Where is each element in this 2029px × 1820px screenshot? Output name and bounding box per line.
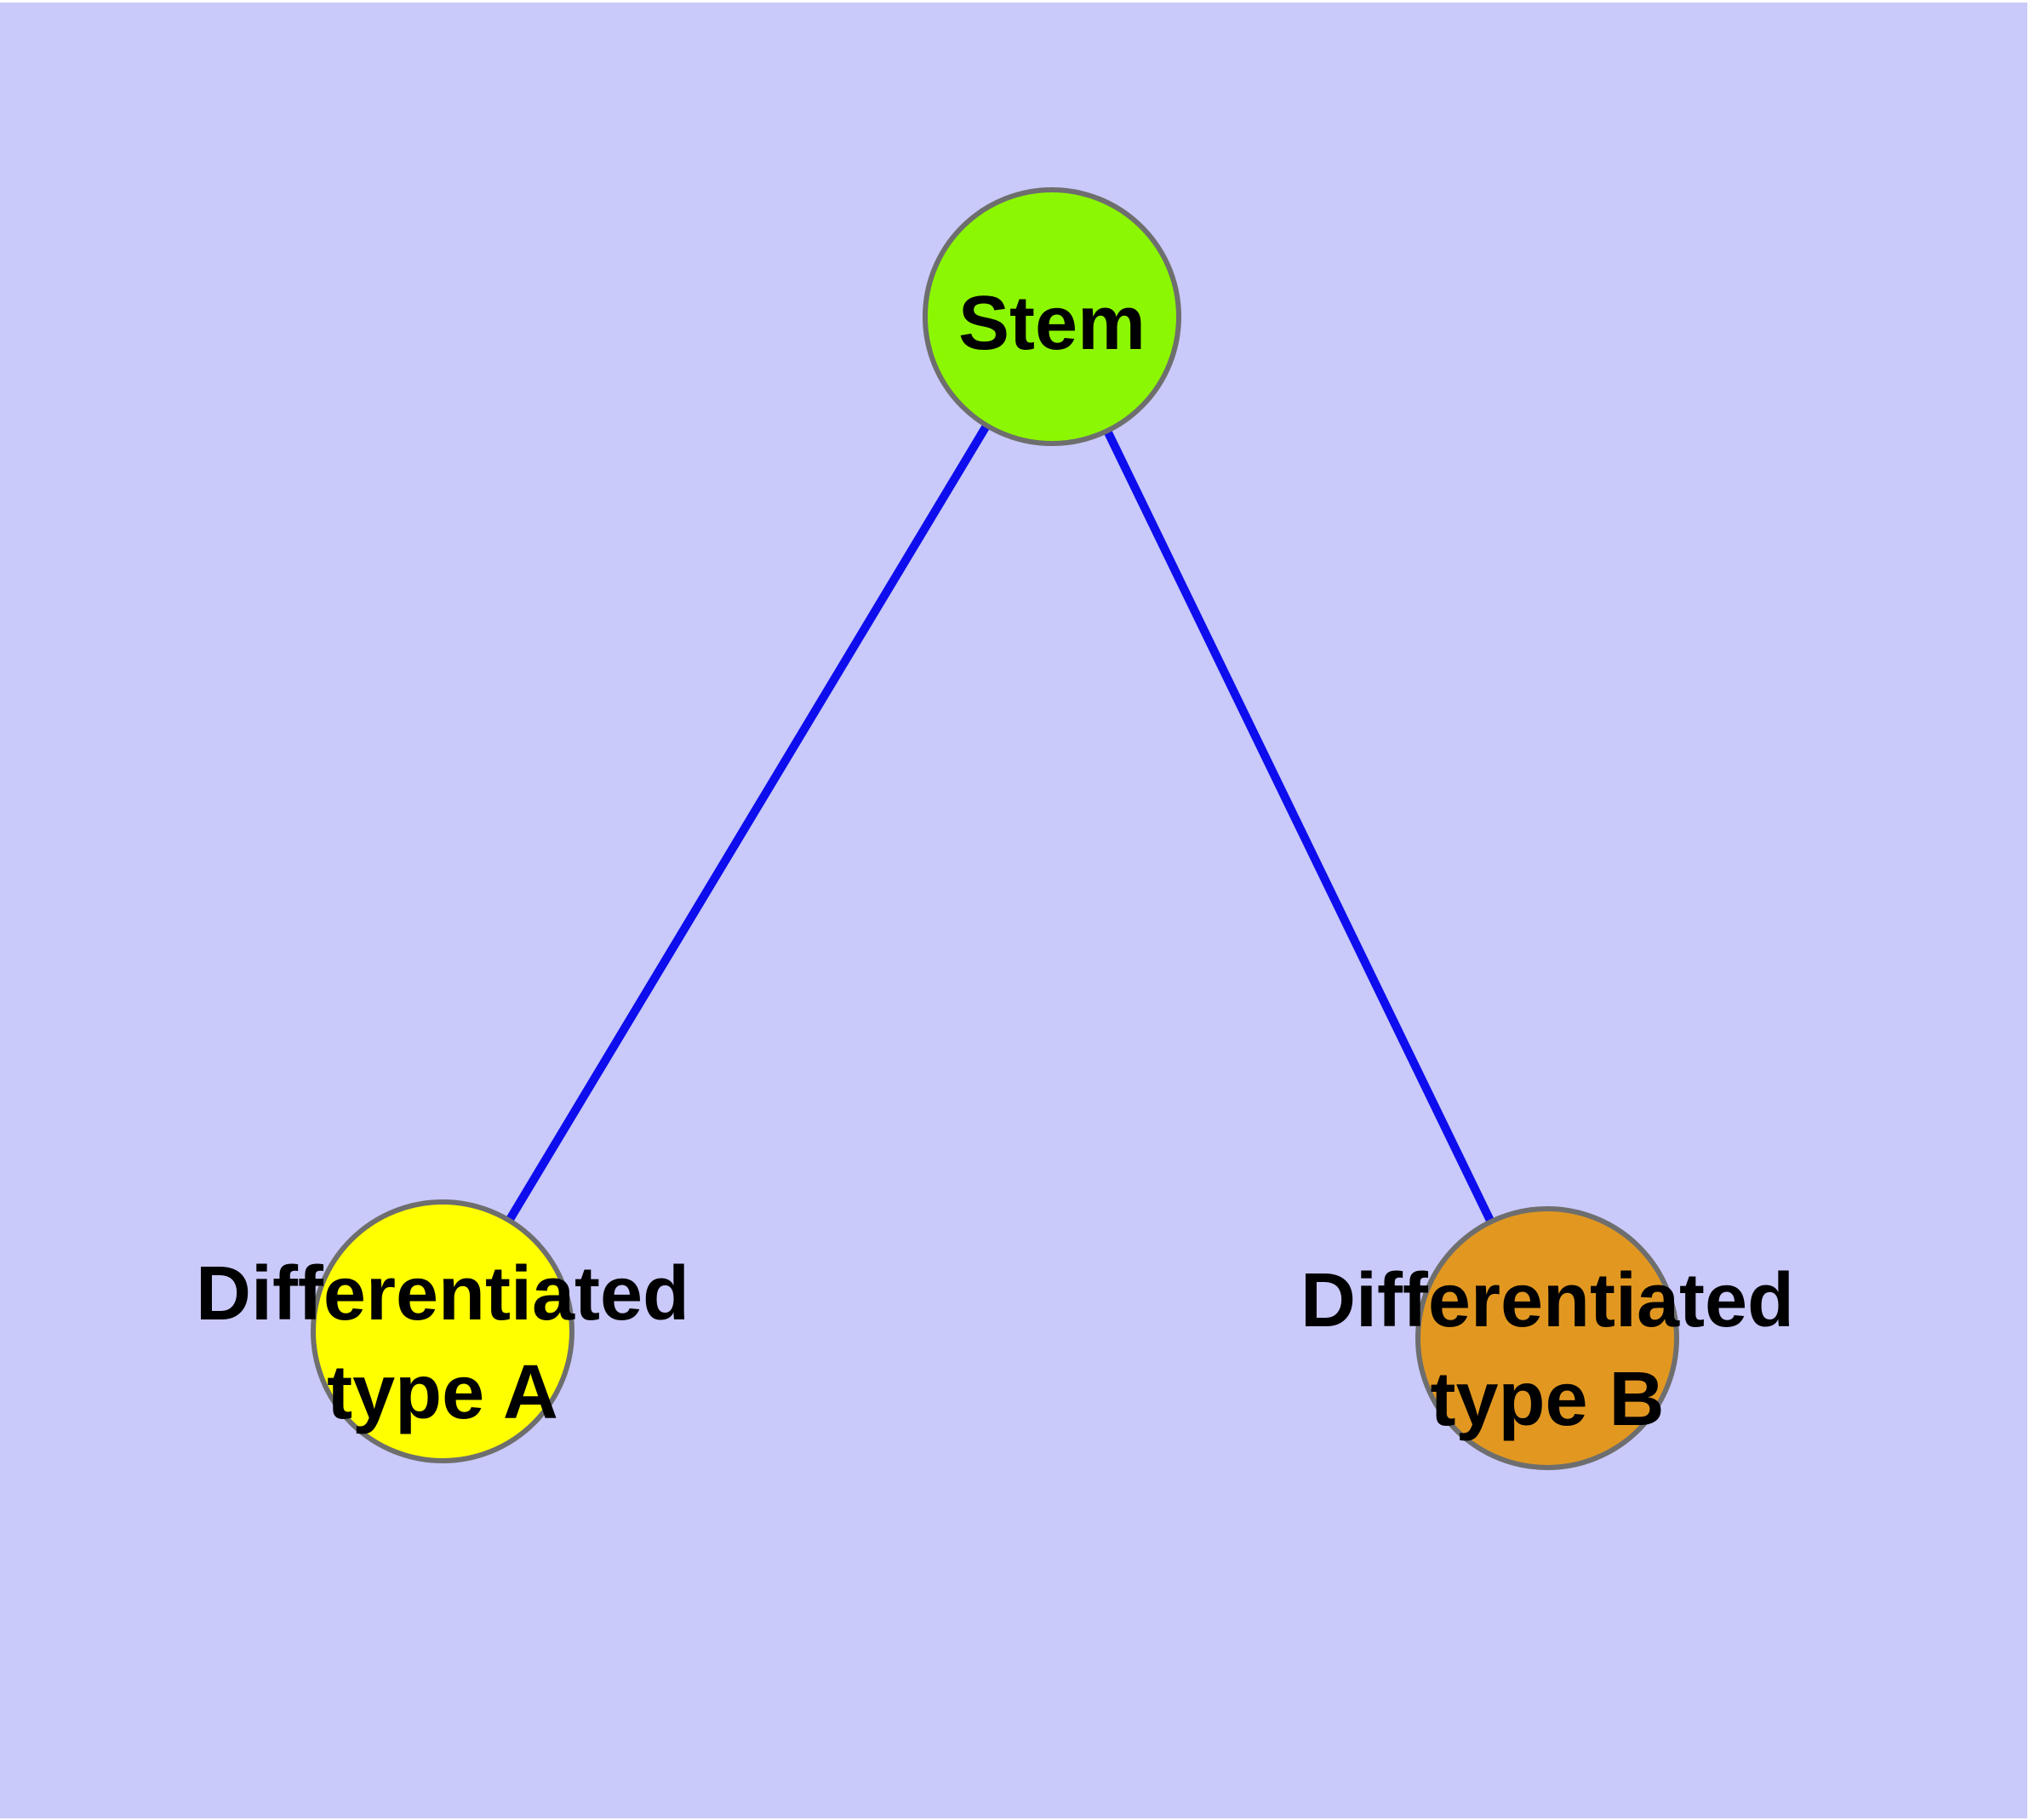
node-label-diff-a-line-1: Differentiated (196, 1251, 689, 1336)
node-label-diff-a-line-2: type A (327, 1350, 558, 1435)
nodes-layer (311, 187, 1679, 1470)
node-circle-diff-a (311, 1199, 574, 1463)
node-label-diff-b-line-2: type B (1430, 1357, 1664, 1442)
node-circle-diff-b (1415, 1206, 1679, 1470)
node-circle-stem (923, 187, 1181, 446)
node-label-stem-line-1: Stem (958, 281, 1146, 366)
edge-stem-to-diff-a (438, 314, 1056, 1334)
edges-layer (438, 314, 1552, 1341)
node-label-diff-b-line-1: Differentiated (1300, 1258, 1794, 1343)
edge-stem-to-diff-b (1048, 314, 1552, 1341)
